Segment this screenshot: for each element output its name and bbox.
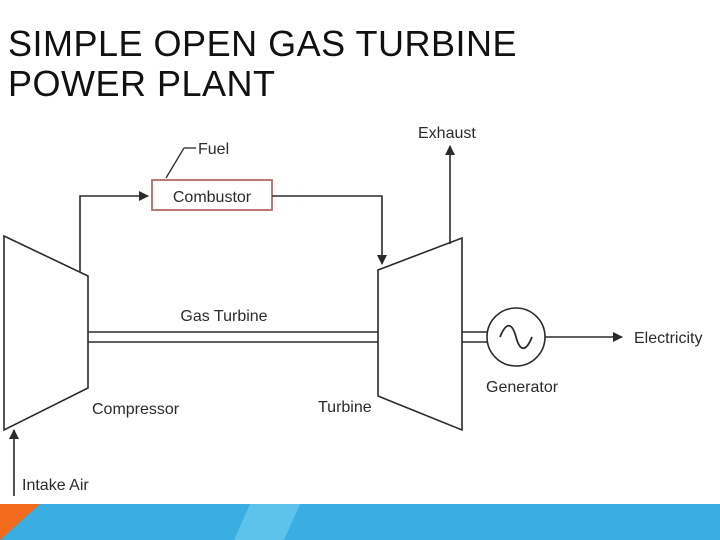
fuel-leader-line [165,147,185,179]
bottom-bar-orange-corner [0,504,40,540]
compressor-to-combustor-arrow [79,191,149,272]
compressor-label: Compressor [92,401,180,418]
turbine-shape [377,236,463,432]
gas-turbine-label: Gas Turbine [180,308,267,325]
slide-title-line-1: SIMPLE OPEN GAS TURBINE [8,23,517,64]
intake-air-label: Intake Air [22,477,89,494]
bottom-accent-bar [0,504,720,540]
electricity-label: Electricity [634,330,702,347]
sine-wave-icon [499,324,533,350]
compressor-shape [3,234,89,432]
combustor-label: Combustor [173,189,252,206]
gas-turbine-diagram: Fuel Combustor Exhaust Gas Turbine Elect… [3,125,702,496]
bottom-bar-light-stripe [234,504,300,540]
fuel-label: Fuel [198,141,229,158]
combustor-to-turbine-arrow [272,195,387,265]
slide-title-line-2: POWER PLANT [8,63,276,104]
exhaust-label: Exhaust [418,125,476,142]
generator-label: Generator [486,379,559,396]
bottom-bar-blue [0,504,720,540]
slide-title: SIMPLE OPEN GAS TURBINE POWER PLANT [8,24,708,104]
turbine-label: Turbine [318,399,372,416]
combustor-box [151,179,273,211]
